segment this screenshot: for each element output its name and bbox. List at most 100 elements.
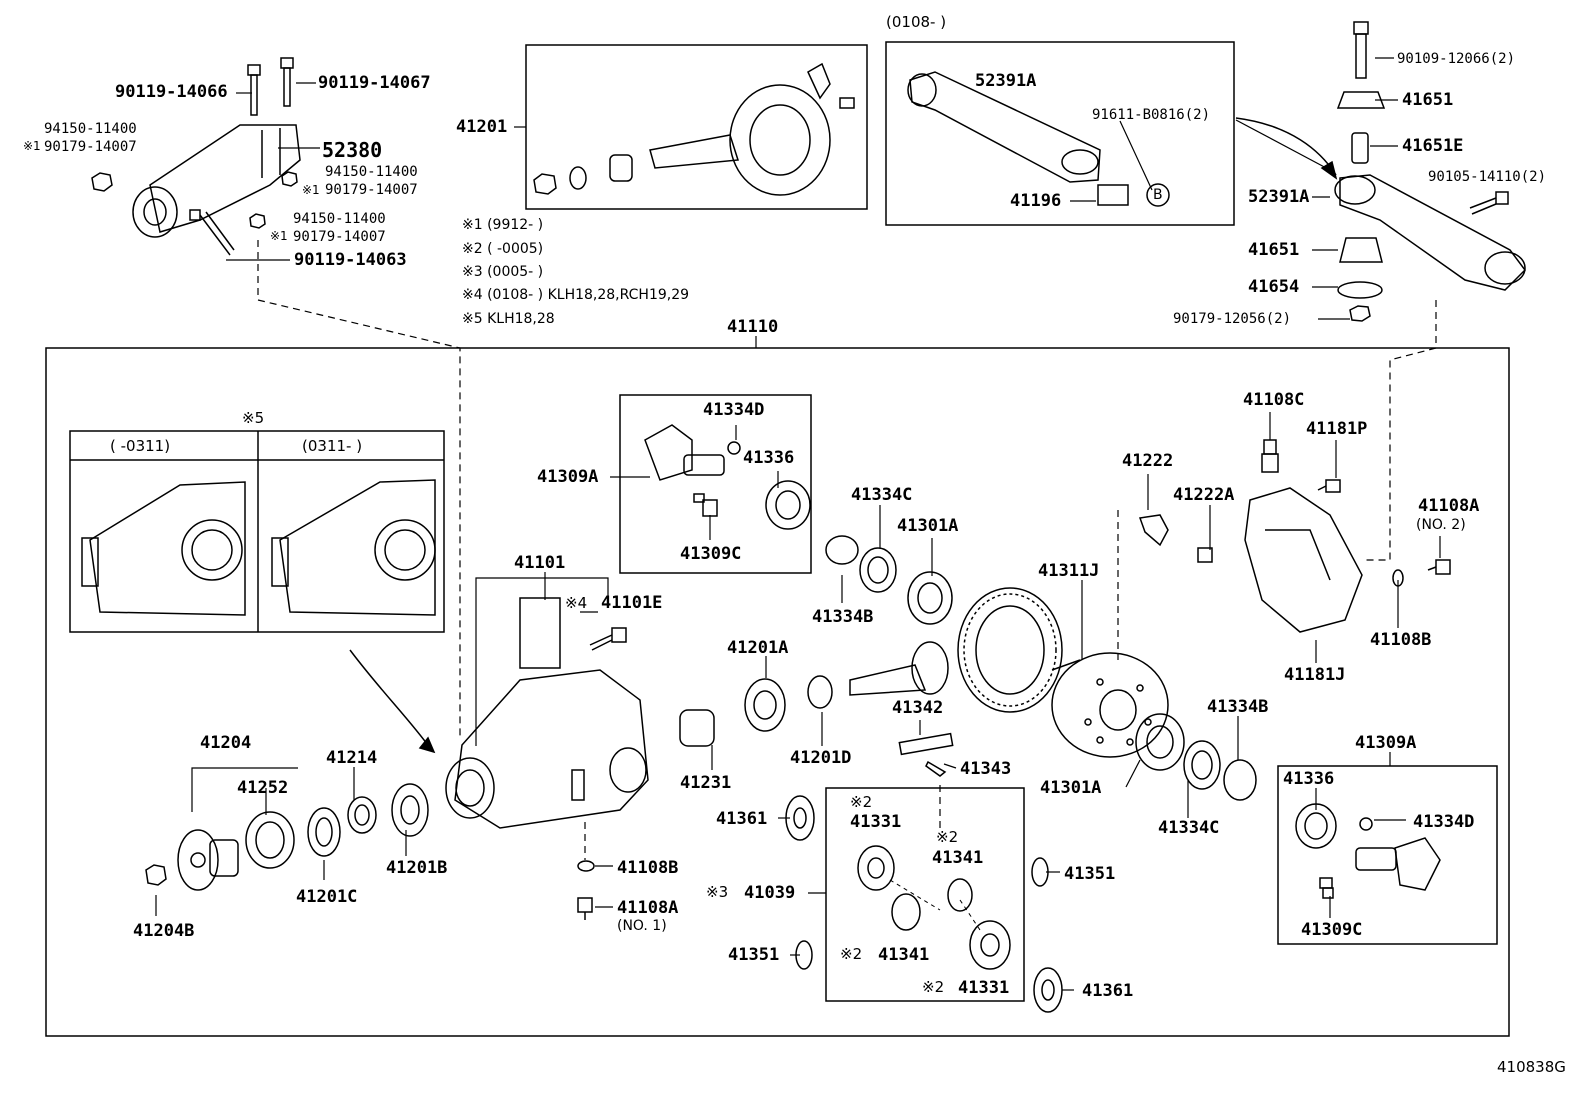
figure-reference: 410838G [1497,1058,1566,1076]
bolt-41309C-right [1319,877,1334,899]
label-41334C-upper: 41334C [851,485,913,505]
label-90179-14007-c: 90179-14007 [293,229,386,245]
label-41108B-upper: 41108B [1370,630,1432,650]
gasket-41108B-upper [1392,569,1404,587]
label-41331-lower: 41331 [958,978,1010,998]
label-41351-left: 41351 [728,945,780,965]
note-1: ※1 (9912- ) [462,217,544,233]
flange-inset-frame [619,394,812,574]
mark-1-c: ※1 [270,229,288,243]
label-41343: 41343 [960,759,1012,779]
label-41341-upper: 41341 [932,848,984,868]
bearing-41201B [391,783,429,837]
shim-41334B [825,535,859,565]
label-41651-upper: 41651 [1402,90,1454,110]
label-41039: 41039 [744,883,796,903]
bolt-90119-14066 [247,64,261,116]
label-41201: 41201 [456,117,508,137]
mark-2-a: ※2 [850,793,873,811]
label-41334D-right: 41334D [1413,812,1475,832]
mark-2-d: ※2 [922,978,945,996]
collar-41651E [1351,132,1369,164]
ring-gear-41311J [957,587,1063,713]
mark-2-b: ※2 [936,828,959,846]
label-41214: 41214 [326,748,378,768]
label-90179-14007-a: 90179-14007 [44,139,137,155]
label-41309A-upper: 41309A [537,467,599,487]
label-41336-upper: 41336 [743,448,795,468]
label-90109-12066: 90109-12066(2) [1397,51,1516,67]
label-41101E: 41101E [601,593,663,613]
pinion-gear-kit-frame [825,787,1025,1002]
label-41651E: 41651E [1402,136,1464,156]
label-41351-right: 41351 [1064,864,1116,884]
label-41201D: 41201D [790,748,852,768]
member-inset-range: (0108- ) [886,13,947,31]
member-inset-frame [885,41,1235,226]
b-reference-marker [1146,183,1170,207]
seal-41252 [245,811,295,869]
race-41334C-lower [1183,740,1221,790]
label-41101: 41101 [514,553,566,573]
label-41336-right: 41336 [1283,769,1335,789]
label-41301A-upper: 41301A [897,516,959,536]
label-41361-upper: 41361 [716,809,768,829]
washer-41361-upper [785,795,815,841]
mark-3: ※3 [706,883,729,901]
right-flange-inset-frame [1277,765,1498,945]
main-assembly-frame [45,347,1510,1037]
race-41334C-upper [859,547,897,593]
label-no2: (NO. 2) [1416,517,1466,533]
shim-41334B-lower [1223,759,1257,801]
companion-flange-41309A-right [1355,837,1441,891]
mark-5: ※5 [242,409,265,427]
note-5: ※5 KLH18,28 [462,311,555,327]
ring-pinion-set-41201 [533,62,855,196]
label-90179-14007-b: 90179-14007 [325,182,418,198]
inset-col-1: ( -0311) [110,437,171,455]
label-41334D-upper: 41334D [703,400,765,420]
label-41342: 41342 [892,698,944,718]
label-41301A-lower: 41301A [1040,778,1102,798]
pinion-41341-upper [947,878,973,912]
washer-41361-lower [1033,967,1063,1013]
label-41222A: 41222A [1173,485,1235,505]
label-41654: 41654 [1248,277,1300,297]
ring-41334D-right [1359,817,1373,831]
label-41341-lower: 41341 [878,945,930,965]
carrier-cover-early [81,481,246,616]
drive-pinion-inset-frame [525,44,868,210]
label-41331-upper: 41331 [850,812,902,832]
mark-1-a: ※1 [23,139,41,153]
plug-41108C [1261,439,1279,473]
washer-41351-right [1031,857,1049,887]
drive-pinion [849,641,949,696]
label-94150-11400-a: 94150-11400 [44,121,137,137]
nut-90179-14007-a [91,172,113,192]
label-94150-11400-b: 94150-11400 [325,164,418,180]
differential-support-52380 [132,124,301,238]
label-41181P: 41181P [1306,419,1368,439]
label-91611-B0816: 91611-B0816(2) [1092,107,1211,123]
label-41309C-upper: 41309C [680,544,742,564]
label-41108A-no1: 41108A [617,898,679,918]
label-41196: 41196 [1010,191,1062,211]
label-41181J: 41181J [1284,665,1346,685]
label-41201C: 41201C [296,887,358,907]
label-41108A-no2: 41108A [1418,496,1480,516]
carrier-cover-41181J [1244,487,1363,633]
label-90119-14066: 90119-14066 [115,82,228,102]
washer-41351-left [795,940,813,970]
label-b-circle: B [1153,187,1163,203]
label-41204B: 41204B [133,921,195,941]
spacer-41231 [679,709,715,747]
nut-41204B [145,864,167,886]
mark-1-b: ※1 [302,183,320,197]
slinger-41201C [307,807,341,857]
label-41201B: 41201B [386,858,448,878]
label-41108C: 41108C [1243,390,1305,410]
pinion-41341-lower [891,893,921,931]
label-41334B-upper: 41334B [812,607,874,627]
pin-41342 [898,732,954,756]
